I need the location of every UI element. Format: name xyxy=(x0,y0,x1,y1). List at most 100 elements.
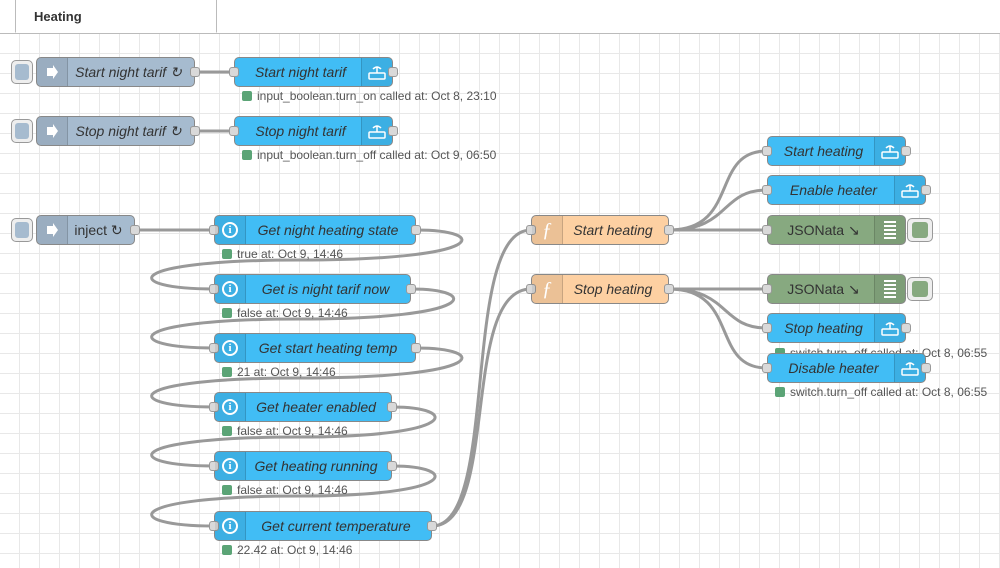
node-label: JSONata ↘ xyxy=(787,222,860,238)
input-port[interactable] xyxy=(526,284,536,294)
input-port[interactable] xyxy=(209,284,219,294)
info-icon: i xyxy=(215,393,246,421)
wire xyxy=(150,228,464,291)
node-label: Get night heating state xyxy=(257,222,399,238)
output-port[interactable] xyxy=(190,126,200,136)
output-port[interactable] xyxy=(664,225,674,235)
flow-workspace[interactable] xyxy=(0,34,1000,568)
status-dot xyxy=(242,91,252,101)
node-status: false at: Oct 9, 14:46 xyxy=(222,424,348,438)
output-port[interactable] xyxy=(411,343,421,353)
info-icon: i xyxy=(215,275,246,303)
node-label: Start heating xyxy=(573,222,653,238)
status-dot xyxy=(222,367,232,377)
ha-service-node-start-heating[interactable]: Start heating xyxy=(762,136,911,166)
debug-toggle-button[interactable] xyxy=(907,218,933,242)
debug-node-jsonata-2[interactable]: JSONata ↘ xyxy=(762,274,933,304)
node-label: Stop night tarif ↻ xyxy=(75,123,182,139)
output-port[interactable] xyxy=(387,402,397,412)
debug-node-jsonata-1[interactable]: JSONata ↘ xyxy=(762,215,933,245)
ha-service-node-enable-heater[interactable]: Enable heater xyxy=(762,175,931,205)
input-port[interactable] xyxy=(762,323,772,333)
node-label: JSONata ↘ xyxy=(787,281,860,297)
status-dot xyxy=(222,485,232,495)
ha-service-node-disable-heater[interactable]: Disable heater xyxy=(762,353,931,383)
input-port[interactable] xyxy=(762,185,772,195)
input-port[interactable] xyxy=(762,284,772,294)
current-state-node-heating-running[interactable]: i Get heating running xyxy=(209,451,397,481)
current-state-node-is-night-tarif-now[interactable]: i Get is night tarif now xyxy=(209,274,416,304)
output-port[interactable] xyxy=(387,461,397,471)
output-port[interactable] xyxy=(921,363,931,373)
router-icon xyxy=(874,137,905,165)
input-port[interactable] xyxy=(526,225,536,235)
wire xyxy=(431,228,532,528)
node-status: true at: Oct 9, 14:46 xyxy=(222,247,343,261)
inject-button[interactable] xyxy=(11,119,33,143)
inject-node-stop-night-tarif[interactable]: Stop night tarif ↻ xyxy=(11,116,200,146)
output-port[interactable] xyxy=(901,146,911,156)
node-label: Get is night tarif now xyxy=(261,281,390,297)
wire xyxy=(150,464,437,528)
status-dot xyxy=(222,308,232,318)
debug-toggle-button[interactable] xyxy=(907,277,933,301)
output-port[interactable] xyxy=(427,521,437,531)
wire xyxy=(668,188,768,232)
current-state-node-night-heating-state[interactable]: i Get night heating state xyxy=(209,215,421,245)
input-port[interactable] xyxy=(762,146,772,156)
wire xyxy=(668,287,768,370)
output-port[interactable] xyxy=(411,225,421,235)
input-port[interactable] xyxy=(762,225,772,235)
ha-service-node-stop-night-tarif[interactable]: Stop night tarif xyxy=(229,116,398,146)
status-dot xyxy=(242,150,252,160)
output-port[interactable] xyxy=(130,225,140,235)
inject-button[interactable] xyxy=(11,60,33,84)
node-status: switch.turn_off called at: Oct 8, 06:55 xyxy=(775,385,987,399)
node-label: inject ↻ xyxy=(74,222,123,238)
ha-service-node-start-night-tarif[interactable]: Start night tarif xyxy=(229,57,398,87)
node-status: false at: Oct 9, 14:46 xyxy=(222,483,348,497)
node-label: Get heating running xyxy=(254,458,378,474)
current-state-node-heater-enabled[interactable]: i Get heater enabled xyxy=(209,392,397,422)
node-label: Get start heating temp xyxy=(258,340,398,356)
tab-heating[interactable]: Heating xyxy=(15,0,217,33)
function-icon: ƒ xyxy=(532,216,563,244)
node-label: Get heater enabled xyxy=(256,399,376,415)
node-status: 21 at: Oct 9, 14:46 xyxy=(222,365,336,379)
function-icon: ƒ xyxy=(532,275,563,303)
inject-node-main[interactable]: inject ↻ xyxy=(11,215,140,245)
output-port[interactable] xyxy=(190,67,200,77)
status-dot xyxy=(222,249,232,259)
function-node-stop-heating[interactable]: ƒ Stop heating xyxy=(526,274,674,304)
input-port[interactable] xyxy=(209,225,219,235)
input-port[interactable] xyxy=(209,461,219,471)
function-node-start-heating[interactable]: ƒ Start heating xyxy=(526,215,674,245)
output-port[interactable] xyxy=(388,126,398,136)
output-port[interactable] xyxy=(388,67,398,77)
info-icon: i xyxy=(215,512,246,540)
output-port[interactable] xyxy=(406,284,416,294)
input-port[interactable] xyxy=(209,521,219,531)
input-port[interactable] xyxy=(209,343,219,353)
node-label: Stop night tarif xyxy=(255,123,346,139)
input-port[interactable] xyxy=(209,402,219,412)
inject-button[interactable] xyxy=(11,218,33,242)
node-status: input_boolean.turn_off called at: Oct 9,… xyxy=(242,148,496,162)
wire xyxy=(150,346,464,409)
input-port[interactable] xyxy=(229,126,239,136)
current-state-node-current-temperature[interactable]: i Get current temperature xyxy=(209,511,437,541)
wire xyxy=(150,287,455,350)
ha-service-node-stop-heating[interactable]: Stop heating xyxy=(762,313,911,343)
node-label: Start night tarif ↻ xyxy=(75,64,182,80)
output-port[interactable] xyxy=(664,284,674,294)
wire xyxy=(150,405,437,468)
input-port[interactable] xyxy=(762,363,772,373)
status-dot xyxy=(222,545,232,555)
info-icon: i xyxy=(215,216,246,244)
current-state-node-start-heating-temp[interactable]: i Get start heating temp xyxy=(209,333,421,363)
info-icon: i xyxy=(215,452,246,480)
inject-node-start-night-tarif[interactable]: Start night tarif ↻ xyxy=(11,57,200,87)
input-port[interactable] xyxy=(229,67,239,77)
output-port[interactable] xyxy=(921,185,931,195)
output-port[interactable] xyxy=(901,323,911,333)
